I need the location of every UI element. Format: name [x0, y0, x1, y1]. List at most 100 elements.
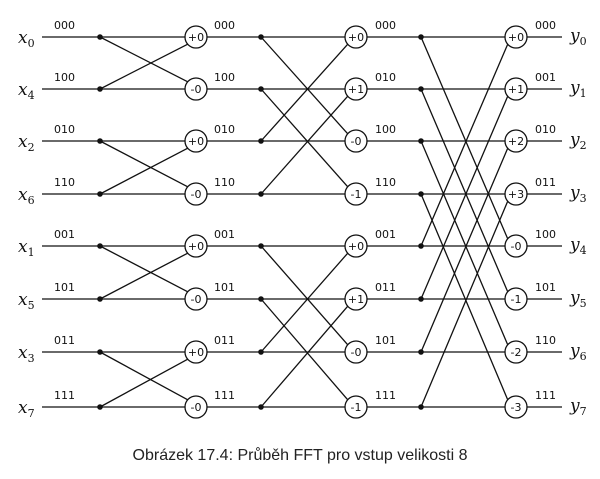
input-label: x6: [18, 185, 35, 207]
butterfly-cross-wire: [260, 245, 349, 346]
butterfly-cross-wire: [420, 88, 509, 293]
node-label: +0: [508, 31, 524, 44]
butterfly-node: [344, 395, 368, 419]
butterfly-node: [504, 77, 528, 101]
butterfly-node: [184, 25, 208, 49]
bit-index-label: 111: [375, 389, 396, 402]
output-label: y7: [569, 396, 587, 418]
butterfly-cross-wire: [420, 200, 509, 408]
butterfly-cross-wire: [420, 147, 509, 353]
bit-index-label: 100: [214, 71, 235, 84]
output-bit-index-label: 100: [535, 228, 556, 241]
butterfly-cross-wire: [260, 298, 349, 401]
node-label: -3: [511, 401, 522, 414]
junction-dot: [258, 349, 264, 355]
butterfly-cross-wire: [99, 351, 189, 401]
node-label: +3: [508, 188, 524, 201]
input-label: x4: [18, 80, 35, 102]
bit-index-label: 001: [375, 228, 396, 241]
junction-dot: [258, 86, 264, 92]
butterfly-cross-wire: [99, 43, 189, 90]
junction-dot: [258, 34, 264, 40]
input-label: x1: [18, 237, 35, 259]
butterfly-node: [184, 234, 208, 258]
node-label: -0: [191, 188, 202, 201]
junction-dot: [97, 138, 103, 144]
junction-dot: [418, 243, 424, 249]
node-label: -1: [511, 293, 522, 306]
butterfly-node: [344, 77, 368, 101]
junction-dot: [418, 86, 424, 92]
bit-index-label: 000: [54, 19, 75, 32]
output-bit-index-label: 010: [535, 123, 556, 136]
junction-dot: [418, 296, 424, 302]
input-label: x5: [18, 290, 35, 312]
junction-dot: [258, 191, 264, 197]
node-label: +0: [348, 240, 364, 253]
butterfly-node: [344, 340, 368, 364]
bit-index-label: 001: [54, 228, 75, 241]
input-label: x3: [18, 343, 35, 365]
bit-index-label: 000: [375, 19, 396, 32]
output-label: y1: [569, 78, 587, 100]
output-label: y3: [569, 183, 587, 205]
output-bit-index-label: 001: [535, 71, 556, 84]
junction-dot: [418, 191, 424, 197]
junction-dot: [418, 34, 424, 40]
output-label: y2: [569, 130, 587, 152]
junction-dot: [258, 138, 264, 144]
output-bit-index-label: 000: [535, 19, 556, 32]
butterfly-cross-wire: [260, 88, 349, 188]
bit-index-label: 110: [375, 176, 396, 189]
junction-dot: [97, 296, 103, 302]
butterfly-node: [504, 129, 528, 153]
output-bit-index-label: 011: [535, 176, 556, 189]
node-label: +0: [188, 240, 204, 253]
butterfly-node: [344, 25, 368, 49]
input-label: x7: [18, 398, 35, 420]
bit-index-label: 010: [214, 123, 235, 136]
input-label: x0: [18, 28, 35, 50]
butterfly-cross-wire: [260, 305, 349, 408]
bit-index-label: 101: [375, 334, 396, 347]
butterfly-node: [504, 182, 528, 206]
butterfly-cross-wire: [99, 140, 189, 188]
butterfly-cross-wire: [420, 36, 509, 240]
output-bit-index-label: 101: [535, 281, 556, 294]
output-bit-index-label: 111: [535, 389, 556, 402]
node-label: -0: [351, 135, 362, 148]
butterfly-cross-wire: [260, 95, 349, 195]
junction-dot: [97, 349, 103, 355]
node-label: +1: [348, 293, 364, 306]
junction-dot: [418, 138, 424, 144]
node-label: +1: [348, 83, 364, 96]
node-label: -1: [351, 401, 362, 414]
junction-dot: [97, 34, 103, 40]
output-bit-index-label: 110: [535, 334, 556, 347]
node-label: +0: [348, 31, 364, 44]
butterfly-cross-wire: [99, 358, 189, 408]
butterfly-node: [344, 287, 368, 311]
output-label: y4: [569, 235, 587, 257]
butterfly-node: [184, 395, 208, 419]
butterfly-node: [344, 234, 368, 258]
node-label: -0: [191, 293, 202, 306]
bit-index-label: 010: [54, 123, 75, 136]
junction-dot: [97, 243, 103, 249]
node-label: +2: [508, 135, 524, 148]
node-label: -1: [351, 188, 362, 201]
bit-index-label: 111: [54, 389, 75, 402]
output-label: y5: [569, 288, 587, 310]
figure-caption: Obrázek 17.4: Průběh FFT pro vstup velik…: [132, 447, 468, 464]
butterfly-cross-wire: [260, 36, 349, 135]
bit-index-label: 000: [214, 19, 235, 32]
bit-index-label: 001: [214, 228, 235, 241]
butterfly-cross-wire: [420, 43, 509, 247]
butterfly-cross-wire: [260, 252, 349, 353]
junction-dot: [258, 243, 264, 249]
junction-dot: [418, 404, 424, 410]
butterfly-node: [504, 25, 528, 49]
output-label: y6: [569, 341, 587, 363]
butterfly-node: [504, 234, 528, 258]
